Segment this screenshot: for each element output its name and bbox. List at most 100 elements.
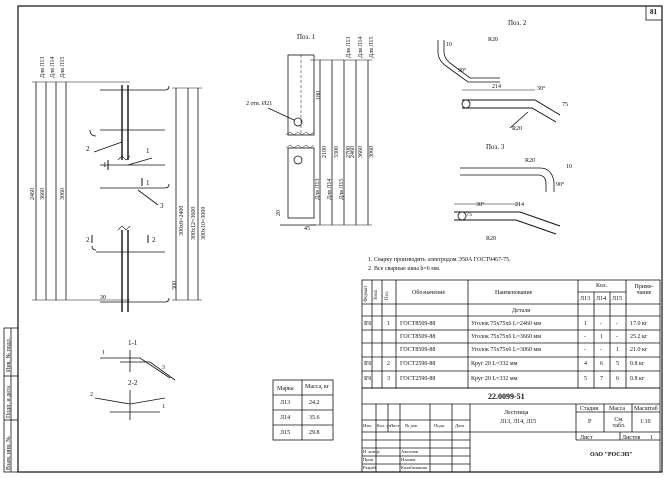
mark-2-left: 2	[86, 145, 90, 153]
pos1-label-l13: Для Л13	[346, 36, 352, 58]
spec-row1-format: БЧ	[364, 321, 372, 327]
dim-3660: 3660	[40, 188, 46, 200]
spec-row3-l15: 1	[616, 347, 619, 353]
pos1-label-mid-l15: Для Л15	[339, 178, 345, 200]
pos2-title: Поз. 2	[508, 19, 527, 27]
pos1-holes: 2 отв. Ø21	[246, 101, 273, 107]
spec-row3-note: 21.0 кг	[630, 347, 648, 353]
mass-row-l13-mark: Л13	[280, 400, 291, 406]
tb-scale-header: Масштаб	[634, 406, 658, 412]
drawing-title-line2: Л13, Л14, Л15	[500, 419, 537, 425]
mark-1-top: 1	[146, 147, 150, 155]
pos2-r20-bottom: R20	[512, 126, 523, 132]
dim-300: 300	[172, 281, 178, 290]
pos1-dim-20: 20	[276, 210, 282, 216]
dim-step-l15: 300х10=3000	[201, 206, 207, 240]
tb-mass-value: См. табл.	[612, 417, 626, 429]
mark-2-low: 2	[86, 236, 90, 244]
spec-header-pos: Поз.	[385, 290, 390, 300]
pos3-angle-90: 90°	[556, 182, 565, 188]
pos1-label-l15: Для Л15	[369, 36, 375, 58]
dim-30: 30	[100, 295, 106, 301]
pos3-dim-214: 214	[515, 202, 524, 208]
mark-1-left: 1	[103, 161, 107, 169]
pos2-angle-90: 90°	[458, 68, 467, 74]
tb-scale-value: 1:10	[640, 419, 651, 425]
pos1-dim-45: 45	[304, 226, 310, 232]
tb-col-date: Дата	[455, 423, 464, 428]
spec-row2-note: 25.2 кг	[630, 334, 648, 340]
dim-step-l13: 300х8=2400	[179, 205, 185, 236]
spec-header-l14: Л14	[596, 296, 607, 302]
pos1-label-mid-l14: Для Л14	[327, 178, 333, 200]
spec-row4-note: 0.8 кг	[630, 361, 645, 367]
mass-row-l15-value: 29.8	[309, 430, 320, 436]
spec-row5-l14: 7	[600, 376, 603, 382]
tb-stage-header: Стадия	[580, 406, 599, 412]
pos3-dim-10: 10	[566, 164, 572, 170]
pos2-dim-214: 214	[492, 84, 501, 90]
spec-row5-designation: ГОСТ2590-88	[400, 376, 436, 382]
spec-row4-designation: ГОСТ2590-88	[400, 361, 436, 367]
tb-role-author: Разраб.	[363, 465, 377, 470]
mass-row-l14-value: 35.6	[309, 415, 320, 421]
spec-header-name: Наименование	[495, 290, 533, 296]
pos2-dim-75: 75	[562, 102, 568, 108]
pos1-title: Поз. 1	[297, 33, 316, 41]
pos3-r20-top: R20	[525, 158, 536, 164]
tb-col-sheet: Лист	[390, 423, 400, 428]
spec-row4-pos: 2	[387, 361, 390, 367]
label-for-l15: Для Л15	[60, 56, 66, 78]
pos1-label-mid-l13: Для Л13	[315, 178, 321, 200]
document-code: 22.0099-51	[488, 392, 525, 401]
spec-row1-l14: -	[600, 321, 602, 327]
spec-header-zone: Зона	[374, 290, 379, 300]
tb-mass-header: Масса	[609, 406, 626, 412]
tb-name-author: Калабашкина	[401, 465, 427, 470]
section-mark-1: 1	[102, 350, 105, 356]
mark-2-right: 2	[152, 236, 156, 244]
pos3-r20-bottom: R20	[486, 236, 497, 242]
tb-name-norm: Ажгонов	[401, 449, 419, 454]
spec-row1-designation: ГОСТ8509-88	[400, 321, 436, 327]
spec-header-note: Приме-чание	[634, 284, 654, 296]
label-for-l13: Для Л13	[40, 56, 46, 78]
spec-row4-l15: 5	[616, 361, 619, 367]
spec-row4-format: БЧ	[364, 361, 372, 367]
tb-role-check: Пров.	[363, 457, 374, 462]
spec-row5-note: 0.8 кг	[630, 376, 645, 382]
dim-3060: 3060	[60, 188, 66, 200]
mass-row-l15-mark: Л15	[280, 430, 291, 436]
dim-step-l14: 300х12=3600	[191, 206, 197, 240]
spec-row2-l15: -	[616, 334, 618, 340]
mass-header-mass: Масса, кг	[305, 384, 330, 390]
spec-row2-l14: 1	[600, 334, 603, 340]
spec-header-designation: Обозначение	[412, 290, 446, 296]
section-mark-2: 2	[90, 392, 93, 398]
spec-row1-l15: -	[616, 321, 618, 327]
spec-header-format: Формат	[364, 285, 369, 302]
mark-3: 3	[160, 202, 164, 210]
tb-col-sign: Подп.	[434, 423, 446, 428]
spec-row5-l13: 5	[584, 376, 587, 382]
spec-row4-l13: 4	[584, 361, 587, 367]
page-number: 81	[650, 8, 657, 16]
mass-row-l14-mark: Л14	[280, 415, 291, 421]
spec-section-details: Детали	[512, 308, 531, 314]
mass-row-l13-value: 24.2	[309, 400, 320, 406]
spec-row5-name: Круг 20 L=332 мм	[471, 376, 518, 382]
spec-row1-name: Уголок 75х75х6 L=2460 мм	[471, 321, 542, 327]
pos1-dim-180: 180	[316, 91, 322, 100]
spec-row2-name: Уголок 75х75х6 L=3660 мм	[471, 334, 542, 340]
spec-row3-l14: -	[600, 347, 602, 353]
spec-row2-designation: ГОСТ8509-88	[400, 334, 436, 340]
pos1-dim-3060: 3060	[369, 146, 375, 158]
spec-row5-l15: 6	[616, 376, 619, 382]
pos1-dim-3660: 3660	[358, 146, 364, 158]
spec-row5-format: БЧ	[364, 376, 372, 382]
dim-2460: 2460	[30, 188, 36, 200]
spec-row4-l14: 6	[600, 361, 603, 367]
spec-header-l13: Л13	[580, 296, 591, 302]
pos3-title: Поз. 3	[486, 143, 505, 151]
pos1-dim-2100: 2100	[322, 146, 328, 158]
